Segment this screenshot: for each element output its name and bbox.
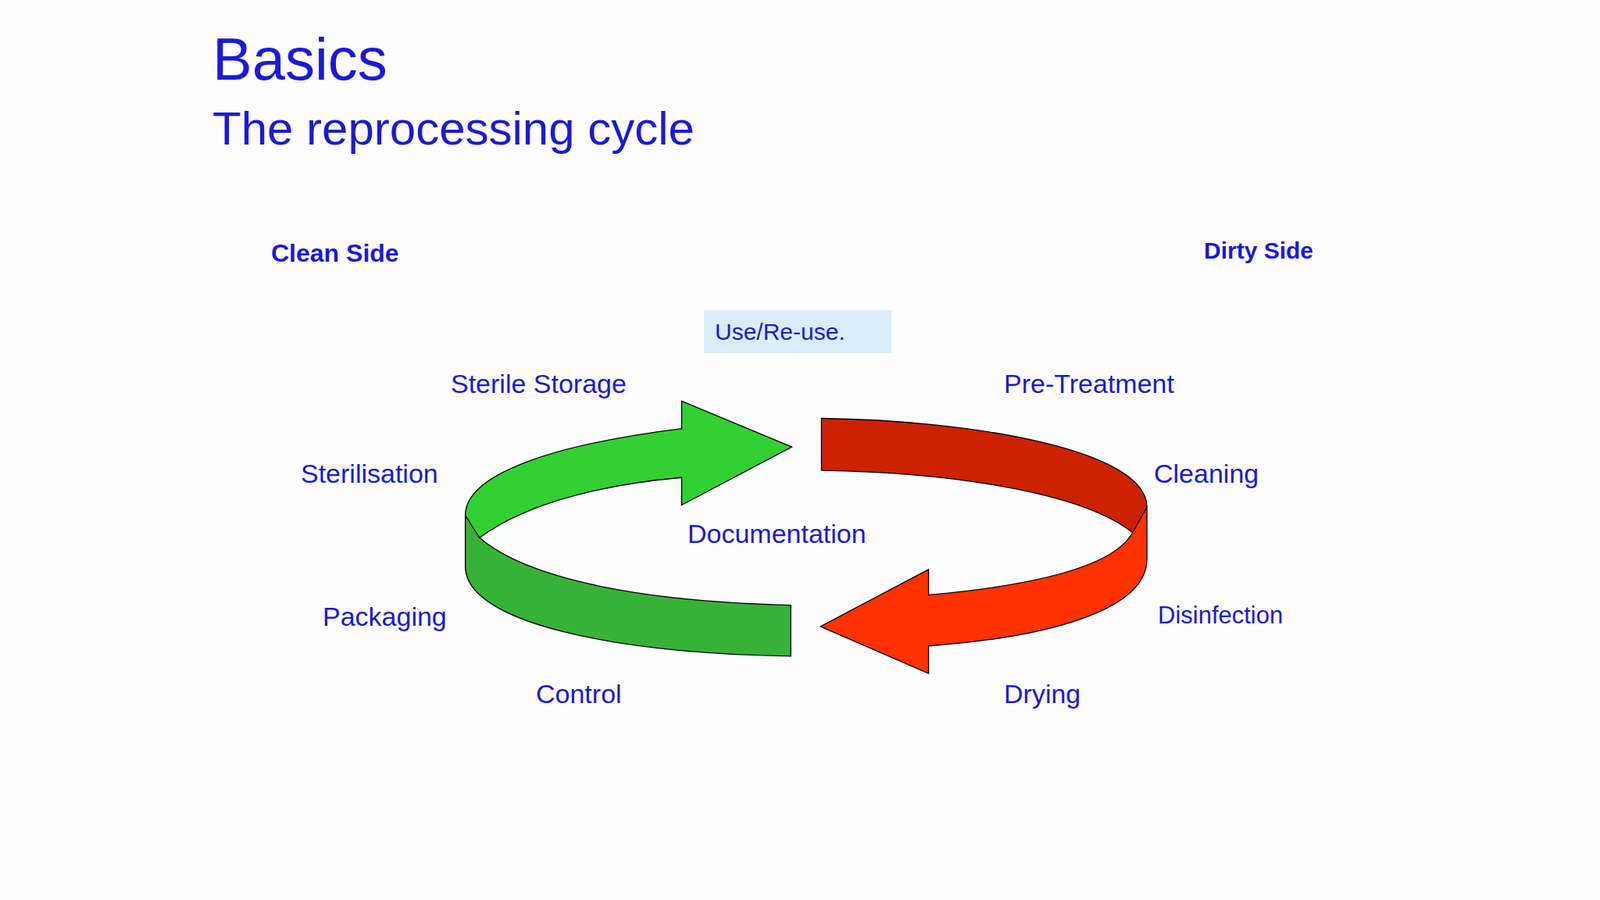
step-label: Control bbox=[535, 678, 622, 711]
box-text: Use/Re-use. bbox=[714, 317, 846, 347]
side-heading: Dirty Side bbox=[1203, 236, 1314, 265]
green-ribbon-top bbox=[465, 428, 683, 539]
green-arrow-head bbox=[681, 400, 792, 505]
status-box: Use/Re-use. bbox=[703, 310, 892, 354]
step-label: Disinfection bbox=[1157, 600, 1283, 630]
red-ribbon-top bbox=[821, 418, 1147, 533]
step-label: Cleaning bbox=[1153, 457, 1259, 490]
red-ribbon-side bbox=[928, 507, 1148, 647]
step-label: Drying bbox=[1003, 678, 1081, 711]
step-label: Pre-Treatment bbox=[1003, 367, 1175, 400]
side-heading: Clean Side bbox=[271, 238, 400, 268]
step-label: Packaging bbox=[322, 600, 447, 633]
slide-subtitle: The reprocessing cycle bbox=[212, 100, 695, 158]
green-seam-cover bbox=[677, 429, 684, 477]
red-arrow-head bbox=[820, 569, 929, 674]
centre-label: Documentation bbox=[687, 517, 867, 550]
red-seam-cover bbox=[924, 596, 932, 646]
step-label: Sterile Storage bbox=[450, 367, 627, 400]
slide-title: Basics bbox=[212, 23, 388, 95]
step-label: Sterilisation bbox=[300, 457, 439, 490]
